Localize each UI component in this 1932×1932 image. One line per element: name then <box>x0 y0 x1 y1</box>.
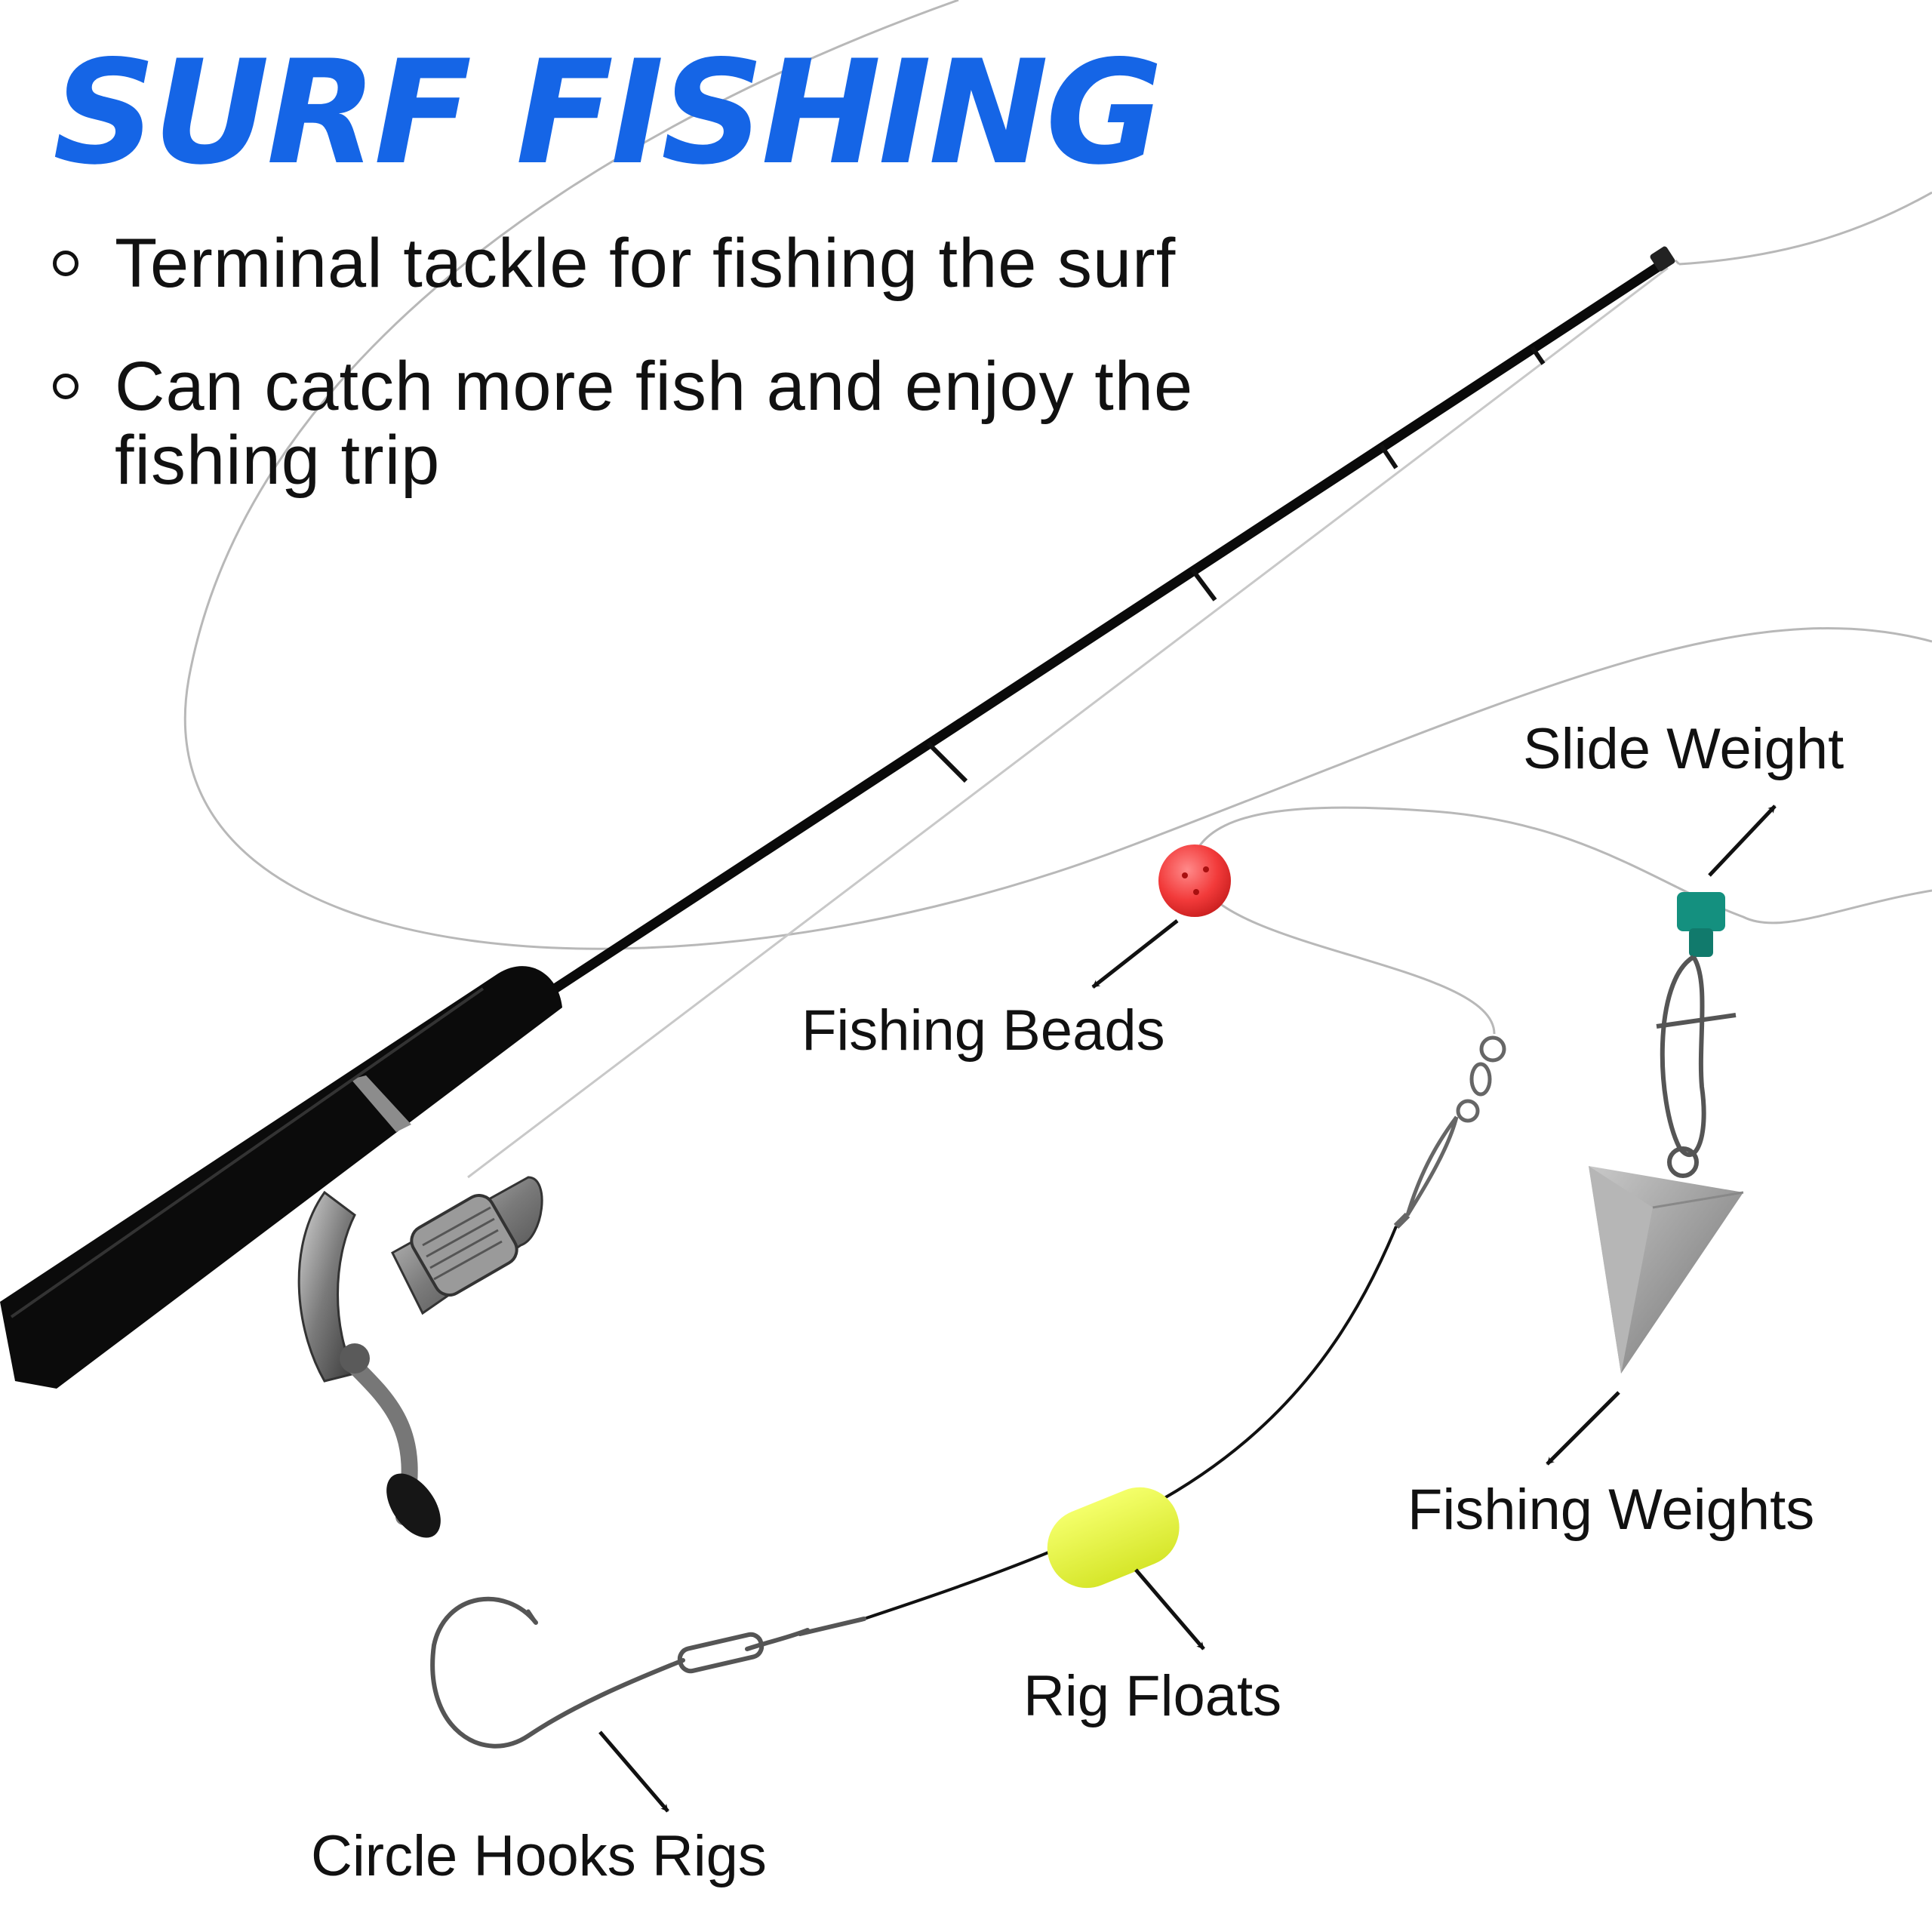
slide-weight-arrow <box>1708 804 1777 877</box>
label-circle-hooks-rigs: Circle Hooks Rigs <box>311 1824 767 1888</box>
swivel-icon <box>1393 1035 1506 1229</box>
circle-hooks-arrow <box>598 1730 669 1813</box>
feature-text: Can catch more fish and enjoy the fishin… <box>115 348 1194 499</box>
page-title: SURF FISHING <box>53 29 1163 196</box>
fishing-bead-icon <box>1158 844 1231 917</box>
label-rig-floats: Rig Floats <box>1023 1664 1282 1728</box>
callout-arrows <box>598 804 1777 1813</box>
feature-item: Can catch more fish and enjoy the fishin… <box>53 349 1336 497</box>
fishing-line <box>183 0 1932 1179</box>
fishing-weights-arrow <box>1546 1391 1620 1466</box>
circle-hook-icon <box>430 1596 866 1749</box>
feature-list: Terminal tackle for fishing the surf Can… <box>53 226 1336 546</box>
feature-item: Terminal tackle for fishing the surf <box>53 226 1336 300</box>
bullet-circle-icon <box>53 251 78 276</box>
fishing-beads-arrow <box>1091 919 1179 989</box>
snap-swivel-icon <box>1656 955 1737 1178</box>
rig-floats-arrow <box>1134 1568 1205 1651</box>
feature-text: Terminal tackle for fishing the surf <box>115 225 1177 302</box>
spinning-reel-icon <box>297 1176 543 1538</box>
pyramid-sinker-icon <box>1589 1166 1744 1374</box>
fishing-rod-icon <box>0 246 1675 1389</box>
bullet-circle-icon <box>53 374 78 399</box>
label-fishing-beads: Fishing Beads <box>801 998 1165 1063</box>
slide-weight-icon <box>1677 892 1725 957</box>
label-fishing-weights: Fishing Weights <box>1407 1478 1815 1542</box>
rig-float-icon <box>1047 1487 1180 1589</box>
label-slide-weight: Slide Weight <box>1523 717 1844 781</box>
